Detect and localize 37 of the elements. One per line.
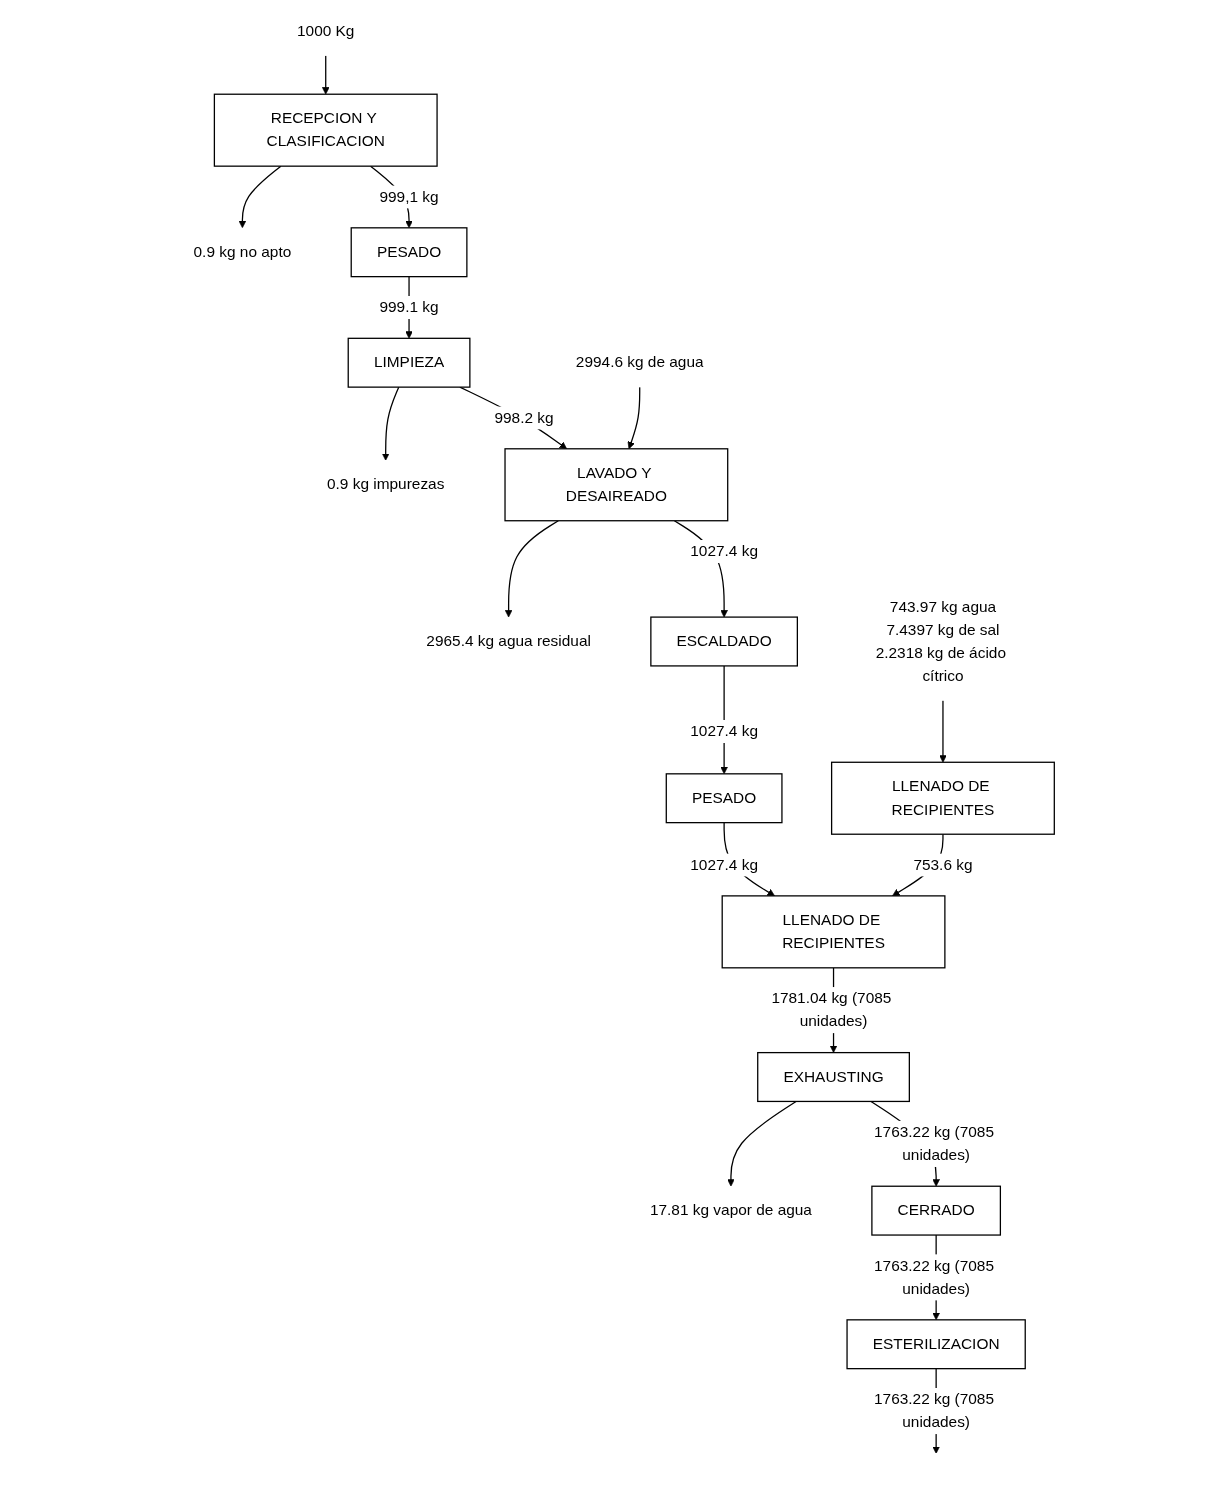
node-box: EXHAUSTING: [757, 1051, 911, 1103]
node-text: 0.9 kg impurezas: [327, 475, 445, 493]
node-box: CERRADO: [871, 1185, 1002, 1236]
node-box: LLENADO DE RECIPIENTES: [722, 895, 946, 969]
node-box: LLENADO DE RECIPIENTES: [831, 761, 1056, 835]
node-text: 2965.4 kg agua residual: [426, 632, 592, 650]
edge-label: 1763.22 kg (7085 unidades): [874, 1390, 995, 1431]
edge-label: 1781.04 kg (7085 unidades): [771, 989, 892, 1030]
arrow: [239, 165, 282, 229]
node-box: ESCALDADO: [650, 616, 799, 667]
node-text: 17.81 kg vapor de agua: [650, 1201, 813, 1219]
node-text: 0.9 kg no apto: [193, 243, 292, 261]
edge-label: 753.6 kg: [913, 856, 973, 874]
edge-label: 1027.4 kg: [690, 542, 759, 560]
arrow: [322, 55, 330, 95]
node-box: LIMPIEZA: [348, 337, 471, 388]
arrow: [628, 386, 641, 450]
node-box: PESADO: [666, 773, 783, 824]
edge-label: 1763.22 kg (7085 unidades): [874, 1123, 995, 1164]
node-box: PESADO: [351, 227, 468, 278]
arrow: [505, 520, 560, 618]
edge-label: 998.2 kg: [494, 408, 555, 427]
node-text: 743.97 kg agua 7.4397 kg de sal 2.2318 kg de ácido cítrico: [876, 597, 1007, 685]
edge-label: 1027.4 kg: [690, 856, 759, 874]
edge-label: 999.1 kg: [379, 298, 440, 316]
edge-label: 1763.22 kg (7085 unidades): [874, 1256, 995, 1298]
arrow: [459, 386, 568, 450]
arrow: [939, 699, 948, 763]
edge-label: 1027.4 kg: [690, 722, 759, 740]
node-box: RECEPCION Y CLASIFICACION: [214, 93, 439, 167]
node-text: 1000 Kg: [297, 22, 355, 40]
node-box: ESTERILIZACION: [846, 1319, 1027, 1370]
edge-label: 999,1 kg: [379, 188, 440, 206]
arrow: [727, 1100, 798, 1187]
node-text: 2994.6 kg de agua: [576, 353, 705, 371]
arrow: [382, 386, 400, 461]
node-box: LAVADO Y DESAIREADO: [504, 448, 729, 522]
